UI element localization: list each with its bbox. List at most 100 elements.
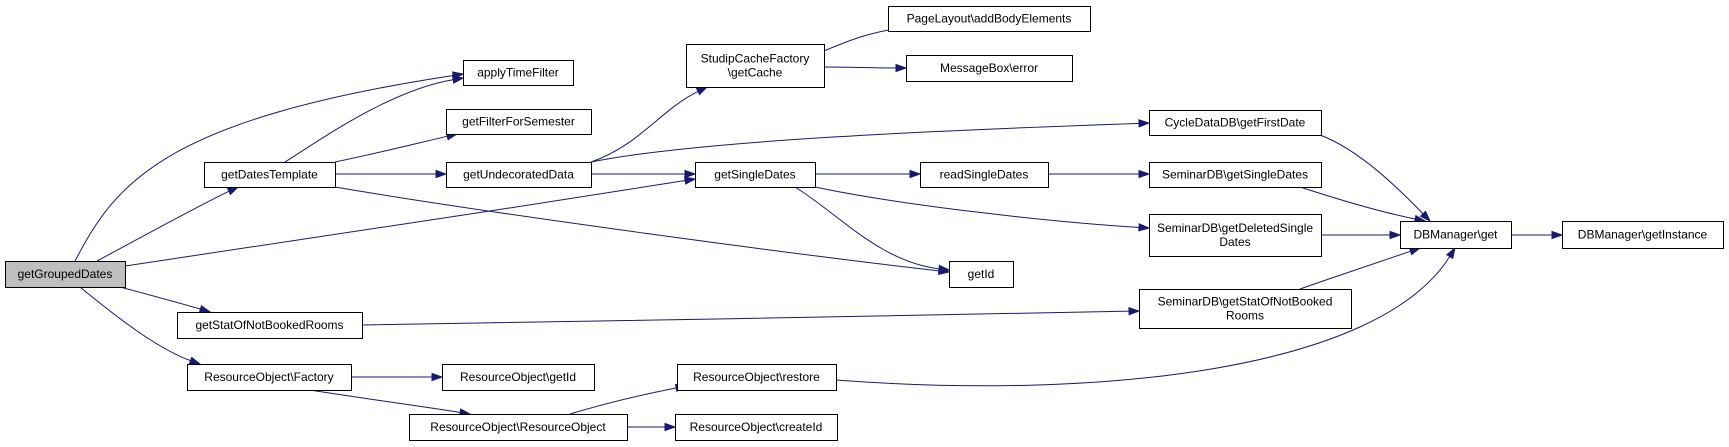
- edge-StudipCacheFactory_getCache-to-MessageBox_error: [823, 63, 908, 73]
- node-box[interactable]: [204, 162, 336, 188]
- node-label: StudipCacheFactory: [701, 52, 810, 66]
- edge-SeminarDB_getSingleDates-to-DBManager_get: [1299, 186, 1427, 224]
- edge-arrowhead: [188, 356, 202, 365]
- node-box[interactable]: [442, 364, 595, 391]
- edge-line: [590, 122, 1141, 163]
- node-label: \getCache: [728, 66, 783, 80]
- node-DBManager_getInstance[interactable]: DBManager\getInstance: [1562, 221, 1724, 249]
- node-label: getId: [968, 267, 995, 281]
- node-label: ResourceObject\Factory: [204, 370, 333, 384]
- node-getId[interactable]: getId: [949, 261, 1014, 288]
- node-DBManager_get[interactable]: DBManager\get: [1400, 221, 1512, 249]
- node-box[interactable]: [686, 44, 825, 88]
- edge-line: [569, 387, 678, 415]
- edge-ResourceObject_Factory-to-ResourceObject_getId: [351, 372, 444, 382]
- node-box[interactable]: [1149, 162, 1322, 188]
- node-label: ResourceObject\restore: [693, 370, 820, 384]
- node-label: DBManager\getInstance: [1578, 228, 1708, 242]
- node-ResourceObject_Factory[interactable]: ResourceObject\Factory: [187, 364, 352, 391]
- node-box[interactable]: [677, 364, 837, 391]
- edge-ResourceObject_Factory-to-ResourceObject_ResourceObject: [309, 389, 472, 417]
- edge-line: [96, 190, 231, 262]
- edge-arrowhead: [1138, 169, 1151, 179]
- node-CycleDataDB_getFirstDate[interactable]: CycleDataDB\getFirstDate: [1149, 110, 1322, 136]
- node-box[interactable]: [1400, 221, 1512, 249]
- edge-readSingleDates-to-SeminarDB_getSingleDates: [1048, 169, 1151, 179]
- nodes-layer: getGroupedDates applyTimeFilter getDatesTe…: [5, 6, 1724, 441]
- node-StudipCacheFactory_getCache[interactable]: StudipCacheFactory\getCache: [686, 44, 825, 88]
- node-label: ResourceObject\getId: [460, 370, 576, 384]
- node-box[interactable]: [675, 414, 838, 441]
- node-label: Dates: [1219, 235, 1250, 249]
- edge-getGroupedDates-to-getDatesTemplate: [96, 186, 240, 262]
- node-ResourceObject_ResourceObject[interactable]: ResourceObject\ResourceObject: [409, 414, 628, 441]
- node-label: getStatOfNotBookedRooms: [195, 318, 343, 332]
- node-SeminarDB_getStatOfNotBookedRooms[interactable]: SeminarDB\getStatOfNotBookedRooms: [1139, 289, 1352, 329]
- node-label: SeminarDB\getSingleDates: [1162, 168, 1308, 182]
- edge-line: [79, 286, 192, 362]
- edge-getDatesTemplate-to-getFilterForSemester: [334, 132, 459, 163]
- edge-getSingleDates-to-getId: [794, 186, 951, 273]
- node-MessageBox_error[interactable]: MessageBox\error: [906, 55, 1073, 82]
- edge-arrowhead: [683, 176, 697, 185]
- edge-line: [1299, 186, 1417, 220]
- node-box[interactable]: [409, 414, 628, 441]
- node-applyTimeFilter[interactable]: applyTimeFilter: [463, 60, 574, 86]
- node-label: DBManager\get: [1413, 228, 1498, 242]
- edge-getUndecoratedData-to-CycleDataDB_getFirstDate: [590, 119, 1151, 163]
- edge-line: [334, 135, 449, 163]
- node-box[interactable]: [888, 6, 1091, 32]
- node-label: getGroupedDates: [18, 267, 113, 281]
- node-label: MessageBox\error: [940, 61, 1038, 75]
- node-box[interactable]: [187, 364, 352, 391]
- edge-arrowhead: [1389, 230, 1402, 240]
- node-box[interactable]: [446, 109, 592, 135]
- node-getUndecoratedData[interactable]: getUndecoratedData: [446, 162, 592, 188]
- node-box[interactable]: [177, 312, 363, 339]
- node-ResourceObject_createId[interactable]: ResourceObject\createId: [675, 414, 838, 441]
- edge-getDatesTemplate-to-applyTimeFilter: [284, 75, 465, 163]
- node-label: CycleDataDB\getFirstDate: [1165, 116, 1306, 130]
- node-ResourceObject_getId[interactable]: ResourceObject\getId: [442, 364, 595, 391]
- edge-arrowhead: [1138, 119, 1151, 128]
- edge-line: [1299, 250, 1412, 290]
- node-label: ResourceObject\ResourceObject: [430, 420, 606, 434]
- node-getGroupedDates[interactable]: getGroupedDates: [5, 261, 126, 288]
- node-label: getUndecoratedData: [463, 168, 574, 182]
- edge-getGroupedDates-to-getSingleDates: [124, 176, 697, 267]
- edge-line: [823, 66, 898, 69]
- edge-getUndecoratedData-to-StudipCacheFactory_getCache: [590, 86, 709, 163]
- node-box[interactable]: [1139, 289, 1352, 329]
- node-readSingleDates[interactable]: readSingleDates: [920, 162, 1049, 188]
- node-getFilterForSemester[interactable]: getFilterForSemester: [446, 109, 592, 135]
- edge-getDatesTemplate-to-getUndecoratedData: [335, 169, 448, 179]
- edge-arrowhead: [938, 264, 951, 273]
- edge-line: [1319, 134, 1425, 215]
- node-getDatesTemplate[interactable]: getDatesTemplate: [204, 162, 336, 188]
- node-box[interactable]: [1562, 221, 1724, 249]
- node-box[interactable]: [5, 261, 126, 288]
- node-getStatOfNotBookedRooms[interactable]: getStatOfNotBookedRooms: [177, 312, 363, 339]
- node-PageLayout_addBodyElements[interactable]: PageLayout\addBodyElements: [888, 6, 1091, 32]
- edge-getUndecoratedData-to-getSingleDates: [591, 169, 697, 179]
- node-label: applyTimeFilter: [477, 66, 559, 80]
- node-box[interactable]: [920, 162, 1049, 188]
- node-SeminarDB_getSingleDates[interactable]: SeminarDB\getSingleDates: [1149, 162, 1322, 188]
- edge-line: [124, 179, 687, 267]
- node-box[interactable]: [463, 60, 574, 86]
- edge-SeminarDB_getDeletedSingleDates-to-DBManager_get: [1321, 230, 1402, 240]
- node-box[interactable]: [906, 55, 1073, 82]
- node-label: getFilterForSemester: [462, 115, 575, 129]
- node-box[interactable]: [695, 162, 816, 188]
- edge-ResourceObject_restore-to-DBManager_get: [835, 246, 1456, 387]
- node-getSingleDates[interactable]: getSingleDates: [695, 162, 816, 188]
- edge-arrowhead: [226, 186, 240, 196]
- node-label: ResourceObject\createId: [690, 420, 823, 434]
- node-box[interactable]: [1149, 110, 1322, 136]
- node-ResourceObject_restore[interactable]: ResourceObject\restore: [677, 364, 837, 391]
- edge-arrowhead: [1138, 223, 1151, 232]
- node-box[interactable]: [949, 261, 1014, 288]
- node-box[interactable]: [446, 162, 592, 188]
- node-box[interactable]: [1149, 214, 1322, 257]
